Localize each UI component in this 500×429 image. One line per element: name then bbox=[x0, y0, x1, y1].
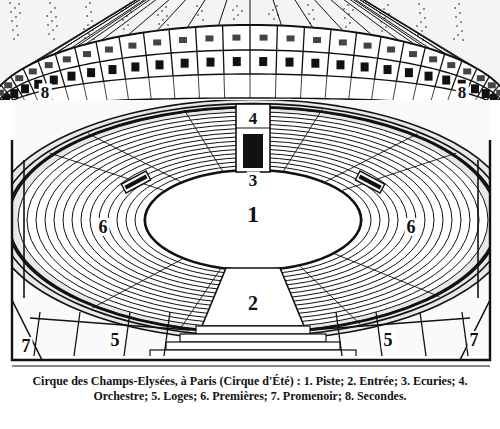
roof bbox=[0, 0, 500, 100]
ring bbox=[145, 170, 361, 270]
callout-number: 3 bbox=[247, 172, 260, 189]
callout-number: 5 bbox=[109, 331, 122, 349]
outer-wall bbox=[12, 140, 490, 366]
callout-number: 7 bbox=[468, 331, 481, 349]
callout-number: 2 bbox=[246, 293, 260, 313]
callout-number: 4 bbox=[247, 110, 260, 127]
callout-number: 7 bbox=[20, 337, 33, 355]
callout-number: 8 bbox=[39, 84, 52, 101]
callout-number: 1 bbox=[245, 202, 261, 226]
callout-number: 8 bbox=[456, 84, 469, 101]
seating-tiers bbox=[12, 100, 490, 356]
callout-number: 5 bbox=[382, 331, 395, 349]
callout-number: 6 bbox=[97, 218, 110, 236]
callout-number: 6 bbox=[405, 218, 418, 236]
caption: Cirque des Champs-Elysées, à Paris (Cirq… bbox=[6, 374, 494, 403]
